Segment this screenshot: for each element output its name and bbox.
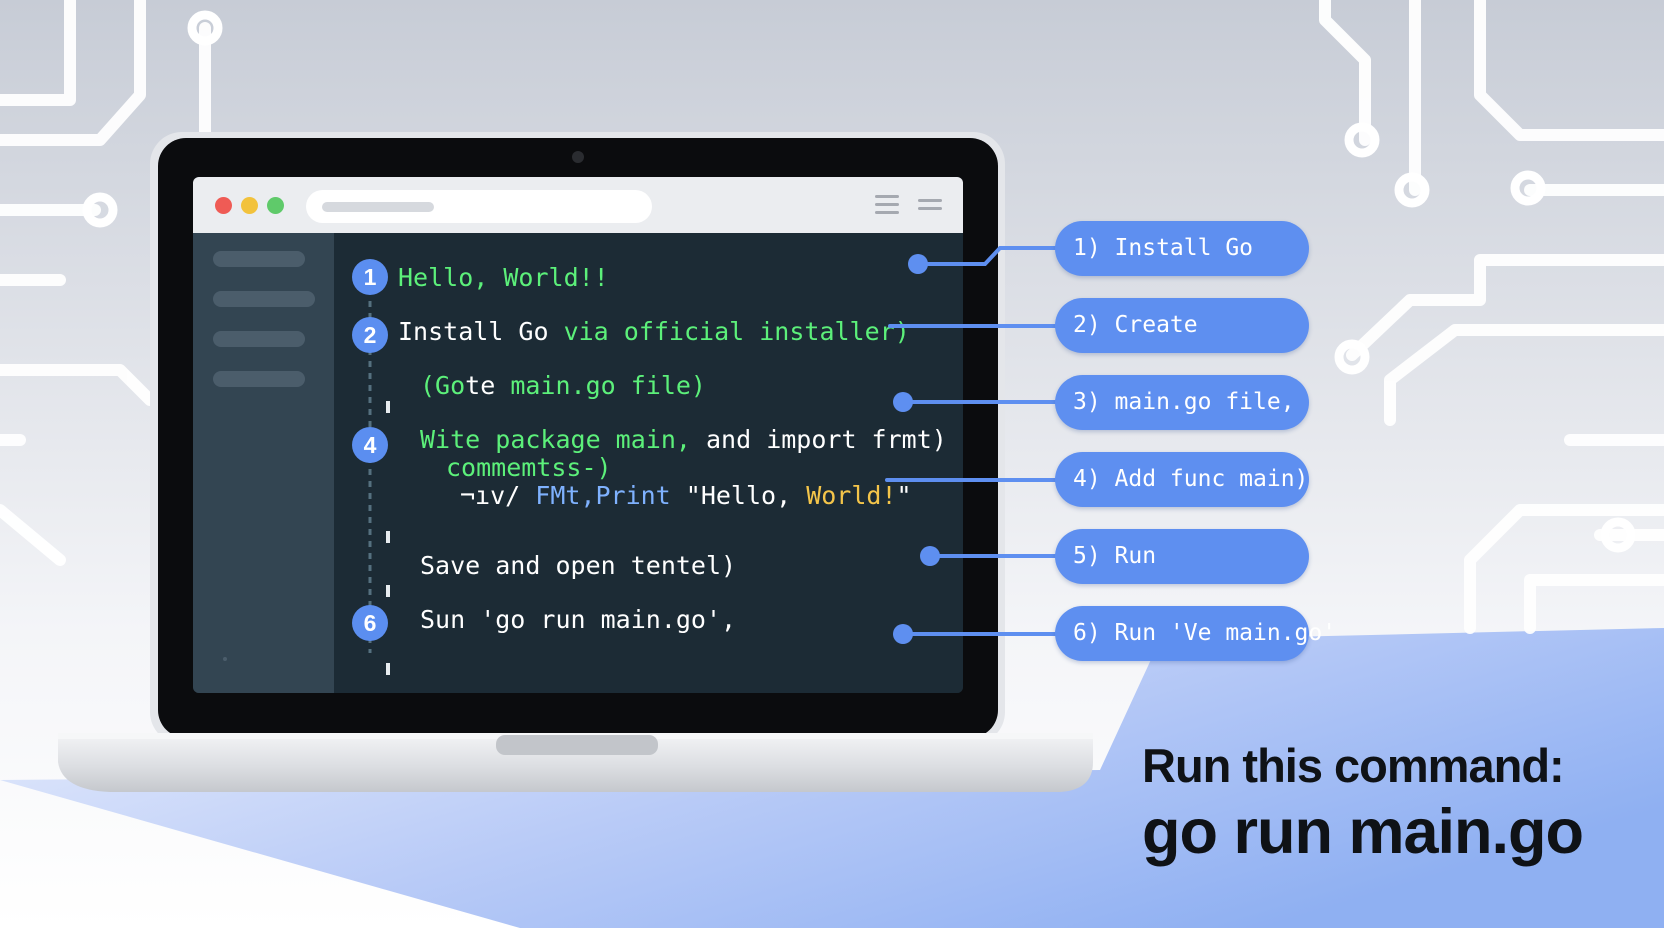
code-token: te — [465, 371, 496, 400]
laptop-notch — [496, 735, 658, 755]
code-window: 1 Hello, World!! 2 Install Go via official … — [193, 177, 963, 693]
code-token: World! — [806, 481, 897, 510]
code-token: ackage main, — [510, 425, 691, 454]
code-token: main.go file) — [495, 371, 706, 400]
code-line: ¬ıv/ FMt,Print "Hello, World!" — [460, 481, 912, 511]
code-token: FMt,Print — [535, 481, 686, 510]
callout-step-5: 5) Run — [1055, 529, 1309, 584]
address-bar[interactable] — [306, 190, 652, 223]
code-token: "Hello, — [685, 481, 807, 510]
step-badge: 1 — [352, 259, 388, 295]
callout-step-4: 4) Add func main) — [1055, 452, 1309, 507]
step-badge: 6 — [352, 605, 388, 641]
sidebar-item[interactable] — [213, 291, 315, 307]
step-badge: 2 — [352, 317, 388, 353]
callout-step-2: 2) Create — [1055, 298, 1309, 353]
close-dot[interactable] — [215, 197, 232, 214]
circuit-nodes — [82, 10, 1636, 553]
sidebar-marker — [223, 657, 227, 661]
code-token: " — [896, 481, 912, 510]
minimize-dot[interactable] — [241, 197, 258, 214]
code-token: Hello, World!! — [398, 263, 609, 292]
laptop-base — [58, 735, 1093, 792]
headline-line-2: go run main.go — [1142, 797, 1584, 867]
code-token: (Go — [420, 371, 466, 400]
code-line: Save and open tentel) — [420, 551, 736, 581]
code-token: commemtss-) — [446, 453, 612, 482]
code-line: Install Go via official installer) — [398, 317, 910, 347]
step-badge: 4 — [352, 427, 388, 463]
sidebar-item[interactable] — [213, 331, 305, 347]
code-token: ¬ıv/ — [460, 481, 536, 510]
callout-step-6: 6) Run 'Ve main.go' — [1055, 606, 1336, 661]
code-token: Install Go — [398, 317, 564, 346]
window-titlebar — [193, 177, 963, 233]
callout-step-3: 3) main.go file, — [1055, 375, 1309, 430]
headline-line-1: Run this command: — [1142, 739, 1565, 792]
menu-icon[interactable] — [918, 199, 942, 219]
code-editor[interactable]: 1 Hello, World!! 2 Install Go via official … — [334, 233, 963, 693]
code-line: commemtss-) — [446, 453, 612, 483]
code-token: and import frmt) — [690, 425, 947, 454]
code-line: Sun 'go run main.go', — [420, 605, 736, 635]
circuit-traces — [0, 0, 1664, 628]
code-line: (Gote main.go file) — [420, 371, 706, 401]
menu-icon[interactable] — [875, 195, 899, 215]
sidebar-item[interactable] — [213, 251, 305, 267]
code-token: via official installer) — [563, 317, 910, 346]
sidebar-item[interactable] — [213, 371, 305, 387]
camera-dot — [572, 151, 584, 163]
callout-step-1: 1) Install Go — [1055, 221, 1309, 276]
code-token: Save and open tentel) — [420, 551, 737, 580]
code-line: Hello, World!! — [398, 263, 609, 293]
maximize-dot[interactable] — [267, 197, 284, 214]
code-token: Sun 'go run main.go', — [420, 605, 737, 634]
code-token: Wite p — [420, 425, 511, 454]
sidebar — [193, 233, 334, 693]
step-guide-line — [368, 301, 390, 675]
code-line: Wite package main, and import frmt) — [420, 425, 947, 455]
address-bar-placeholder — [322, 202, 434, 212]
